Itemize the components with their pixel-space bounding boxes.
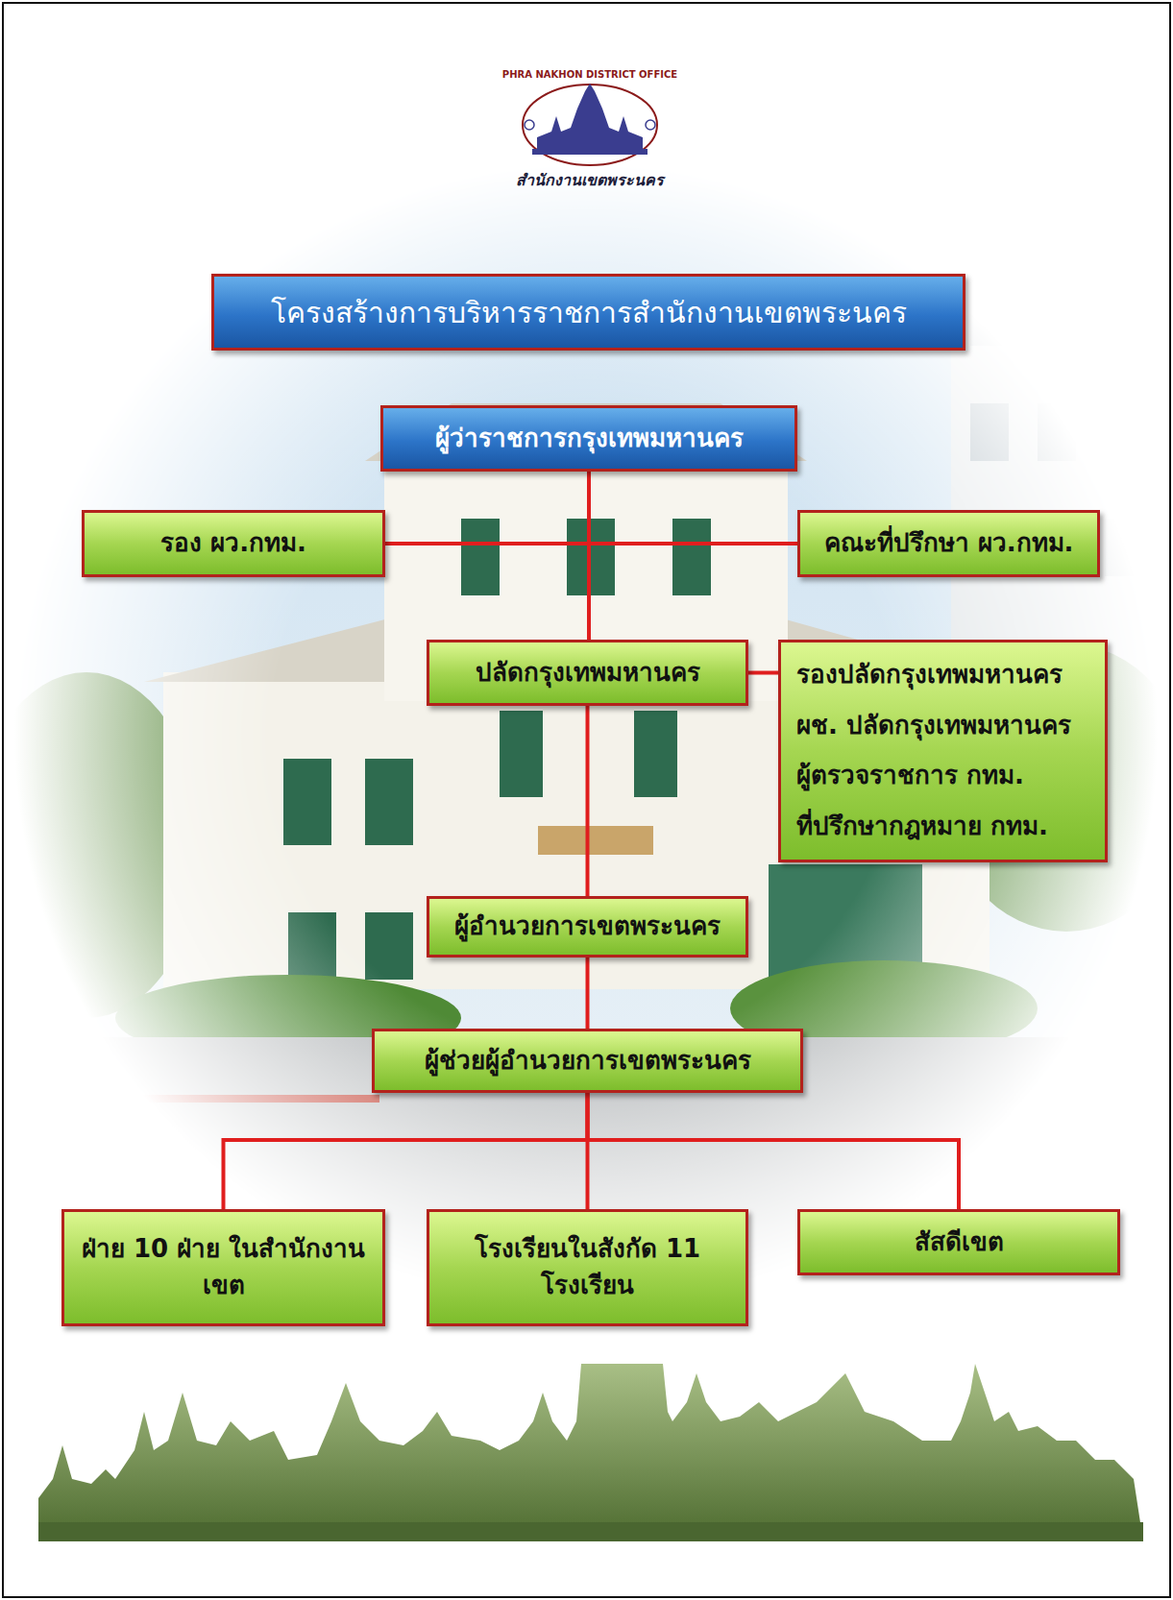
connector-line	[586, 471, 591, 640]
connector-line	[223, 1093, 588, 1210]
connector-line	[587, 1093, 960, 1210]
title-banner: โครงสร้างการบริหารราชการสำนักงานเขตพระนค…	[211, 273, 966, 351]
building-photo	[0, 153, 1173, 1307]
node-text: ผู้ตรวจราชการ กทม.	[796, 757, 1025, 795]
assistant-director-box: ผู้ช่วยผู้อำนวยการเขตพระนคร	[371, 1028, 804, 1094]
logo-emblem	[517, 81, 662, 169]
deputy-box: รอง ผว.กทม.	[81, 510, 386, 578]
node-text: ที่ปรึกษากฎหมาย กทม.	[796, 808, 1049, 846]
node-text: รอง ผว.กทม.	[160, 525, 307, 563]
director-box: ผู้อำนวยการเขตพระนคร	[426, 896, 749, 958]
connector-line	[588, 471, 798, 544]
node-text: คณะที่ปรึกษา ผว.กทม.	[824, 525, 1075, 563]
section-box: ฝ่าย 10 ฝ่าย ในสำนักงานเขต	[61, 1209, 386, 1327]
node-text: รองปลัดกรุงเทพมหานคร	[796, 657, 1063, 694]
title-text: โครงสร้างการบริหารราชการสำนักงานเขตพระนค…	[270, 290, 907, 336]
advisor-box: คณะที่ปรึกษา ผว.กทม.	[797, 510, 1100, 578]
connector-line	[586, 706, 590, 897]
recruitment-box: สัสดีเขต	[797, 1209, 1121, 1276]
logo-english-text: PHRA NAKHON DISTRICT OFFICE	[502, 69, 678, 80]
district-logo: PHRA NAKHON DISTRICT OFFICE สำนักงานเขตพ…	[501, 63, 679, 218]
school-box: โรงเรียนในสังกัด 11 โรงเรียน	[426, 1209, 749, 1327]
city-skyline	[38, 1364, 1144, 1542]
node-text: ฝ่าย 10 ฝ่าย ในสำนักงานเขต	[79, 1231, 367, 1304]
node-text: ผู้อำนวยการเขตพระนคร	[454, 908, 721, 946]
permanent-secretary-box: ปลัดกรุงเทพมหานคร	[426, 639, 749, 707]
node-text: ผู้ว่าราชการกรุงเทพมหานคร	[435, 420, 744, 458]
connector-line	[385, 471, 589, 544]
support-roles-box: รองปลัดกรุงเทพมหานครผช. ปลัดกรุงเทพมหานค…	[778, 639, 1108, 863]
node-text: สัสดีเขต	[914, 1224, 1004, 1262]
connector-line	[748, 671, 779, 676]
governor-box: ผู้ว่าราชการกรุงเทพมหานคร	[380, 405, 798, 472]
node-text: ปลัดกรุงเทพมหานคร	[475, 655, 701, 692]
node-text: โรงเรียนในสังกัด 11 โรงเรียน	[444, 1231, 731, 1304]
node-text: ผช. ปลัดกรุงเทพมหานคร	[796, 708, 1072, 745]
logo-thai-text: สำนักงานเขตพระนคร	[515, 171, 664, 190]
connector-line	[586, 957, 590, 1029]
node-text: ผู้ช่วยผู้อำนวยการเขตพระนคร	[424, 1043, 752, 1080]
